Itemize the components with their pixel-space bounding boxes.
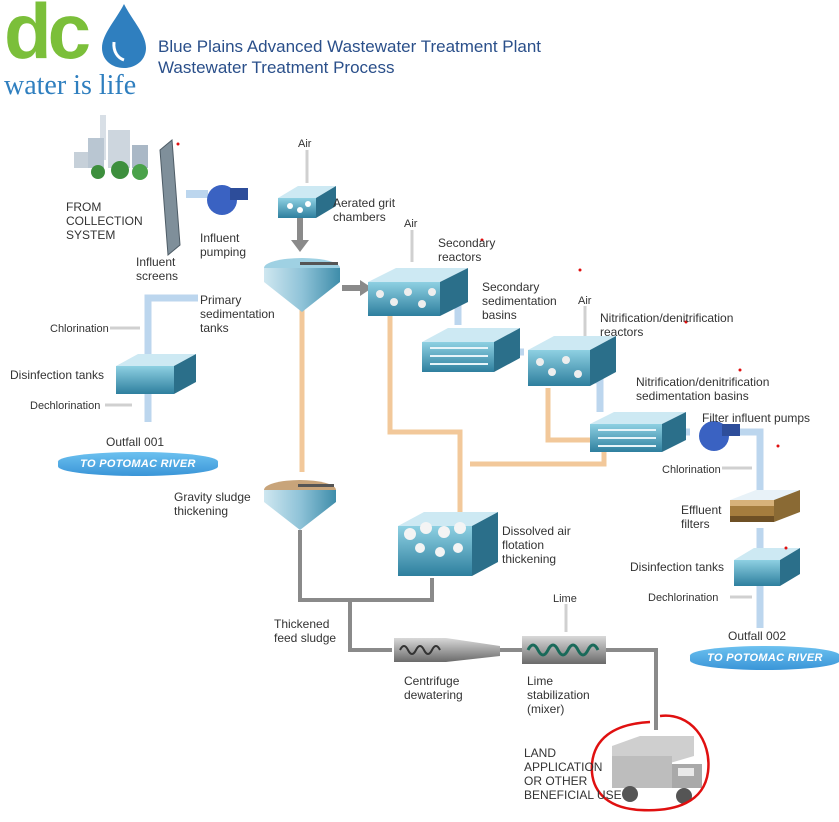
label-dechlorination-2: Dechlorination [648,592,719,604]
label-line: pumping [200,245,247,259]
logo-tagline: water is life [4,70,137,101]
label-line: OR OTHER [524,774,588,788]
influent-pump-icon [186,185,248,215]
label-line: thickening [174,504,229,518]
aerated-grit-chamber [278,186,336,252]
label-secondary-sedimentation: Secondary sedimentation basins [482,280,557,322]
label-line: screens [136,269,179,283]
page-title: Blue Plains Advanced Wastewater Treatmen… [158,36,541,78]
nitrification-sedimentation-basins [590,412,686,452]
centrifuge [394,638,500,662]
city-icon [74,115,148,180]
label-line: filters [681,517,710,531]
label-line: sedimentation basins [636,389,749,403]
label-line: APPLICATION [524,760,603,774]
label-line: Centrifuge [404,674,460,688]
label-line: chambers [333,210,386,224]
river-banner-2: TO POTOMAC RIVER [690,646,839,670]
annotation-dots [176,142,788,550]
label-line: flotation [502,538,545,552]
label-chlorination-2: Chlorination [662,464,721,476]
label-line: FROM [66,200,102,214]
label-line: sedimentation [482,294,557,308]
label-air-1: Air [298,138,312,150]
label-line: COLLECTION [66,214,143,228]
label-line: LAND [524,746,557,760]
label-outfall-002: Outfall 002 [728,629,787,643]
label-nitrification-basins: Nitrification/denitrification sedimentat… [636,375,769,403]
label-primary-sedimentation: Primary sedimentation tanks [200,293,275,335]
label-line: stabilization [527,688,590,702]
label-air-2: Air [404,218,418,230]
label-gravity-thickening: Gravity sludge thickening [174,490,251,518]
label-line: Effluent [681,503,722,517]
label-air-3: Air [578,295,592,307]
label-influent-pumping: Influent pumping [200,231,246,259]
label-line: reactors [600,325,644,339]
label-line: tanks [200,321,229,335]
label-line: dewatering [404,688,463,702]
label-centrifuge: Centrifuge dewatering [404,674,463,702]
label-line: feed sludge [274,631,337,645]
label-from-collection: FROM COLLECTION SYSTEM [66,200,143,242]
label-line: Nitrification/denitrification [600,311,734,325]
dissolved-air-flotation [398,512,498,576]
label-line: Aerated grit [333,196,396,210]
label-disinfection-2: Disinfection tanks [630,560,725,574]
label-line: sedimentation [200,307,275,321]
label-line: Nitrification/denitrification [636,375,770,389]
title-line-2: Wastewater Treatment Process [158,58,395,77]
label-line: Secondary [438,236,496,250]
effluent-filters [730,490,800,522]
secondary-sedimentation-basins [422,328,520,372]
label-thickened-feed: Thickened feed sludge [274,617,336,645]
label-line: Gravity sludge [174,490,251,504]
label-line: Dissolved air [502,524,571,538]
label-chlorination-1: Chlorination [50,323,109,335]
label-filter-pumps: Filter influent pumps [702,411,811,425]
label-line: reactors [438,250,482,264]
label-land-application: LAND APPLICATION OR OTHER BENEFICIAL USE [524,746,622,802]
label-line: Thickened [274,617,330,631]
primary-sedimentation-tank [264,258,372,312]
label-effluent-filters: Effluent filters [681,503,721,531]
logo-dc: dc [4,0,91,75]
lime-mixer [522,636,606,664]
gravity-thickener [264,480,336,530]
label-daf: Dissolved air flotation thickening [502,524,571,566]
label-line: SYSTEM [66,228,116,242]
label-influent-screens: Influent screens [136,255,178,283]
label-line: Primary [200,293,242,307]
label-disinfection-1: Disinfection tanks [10,368,105,382]
label-line: Secondary [482,280,540,294]
label-line: basins [482,308,517,322]
title-line-1: Blue Plains Advanced Wastewater Treatmen… [158,37,542,56]
secondary-reactors [368,268,468,316]
river-banner-1: TO POTOMAC RIVER [58,452,218,476]
label-aerated-grit: Aerated grit chambers [333,196,395,224]
label-dechlorination-1: Dechlorination [30,400,101,412]
dewatered-sludge-lines [298,530,658,730]
input-arrows [105,150,752,632]
label-line: (mixer) [527,702,565,716]
label-line: BENEFICIAL USE [524,788,622,802]
disinfection-tank-1 [116,354,196,394]
label-line: Influent [136,255,176,269]
disinfection-tank-2 [734,548,800,586]
label-lime-stabilization: Lime stabilization (mixer) [527,674,590,716]
label-line: Influent [200,231,240,245]
label-secondary-reactors: Secondary reactors [438,236,495,264]
label-nitrification-reactors: Nitrification/denitrification reactors [600,311,733,339]
nitrification-reactors [528,336,616,386]
label-lime: Lime [553,593,577,605]
truck-icon [612,736,702,804]
influent-screen [159,138,181,257]
label-line: Lime [527,674,554,688]
annotation-circle [590,714,710,812]
label-outfall-001: Outfall 001 [106,435,165,449]
filter-pump-icon [699,421,740,451]
label-line: thickening [502,552,557,566]
